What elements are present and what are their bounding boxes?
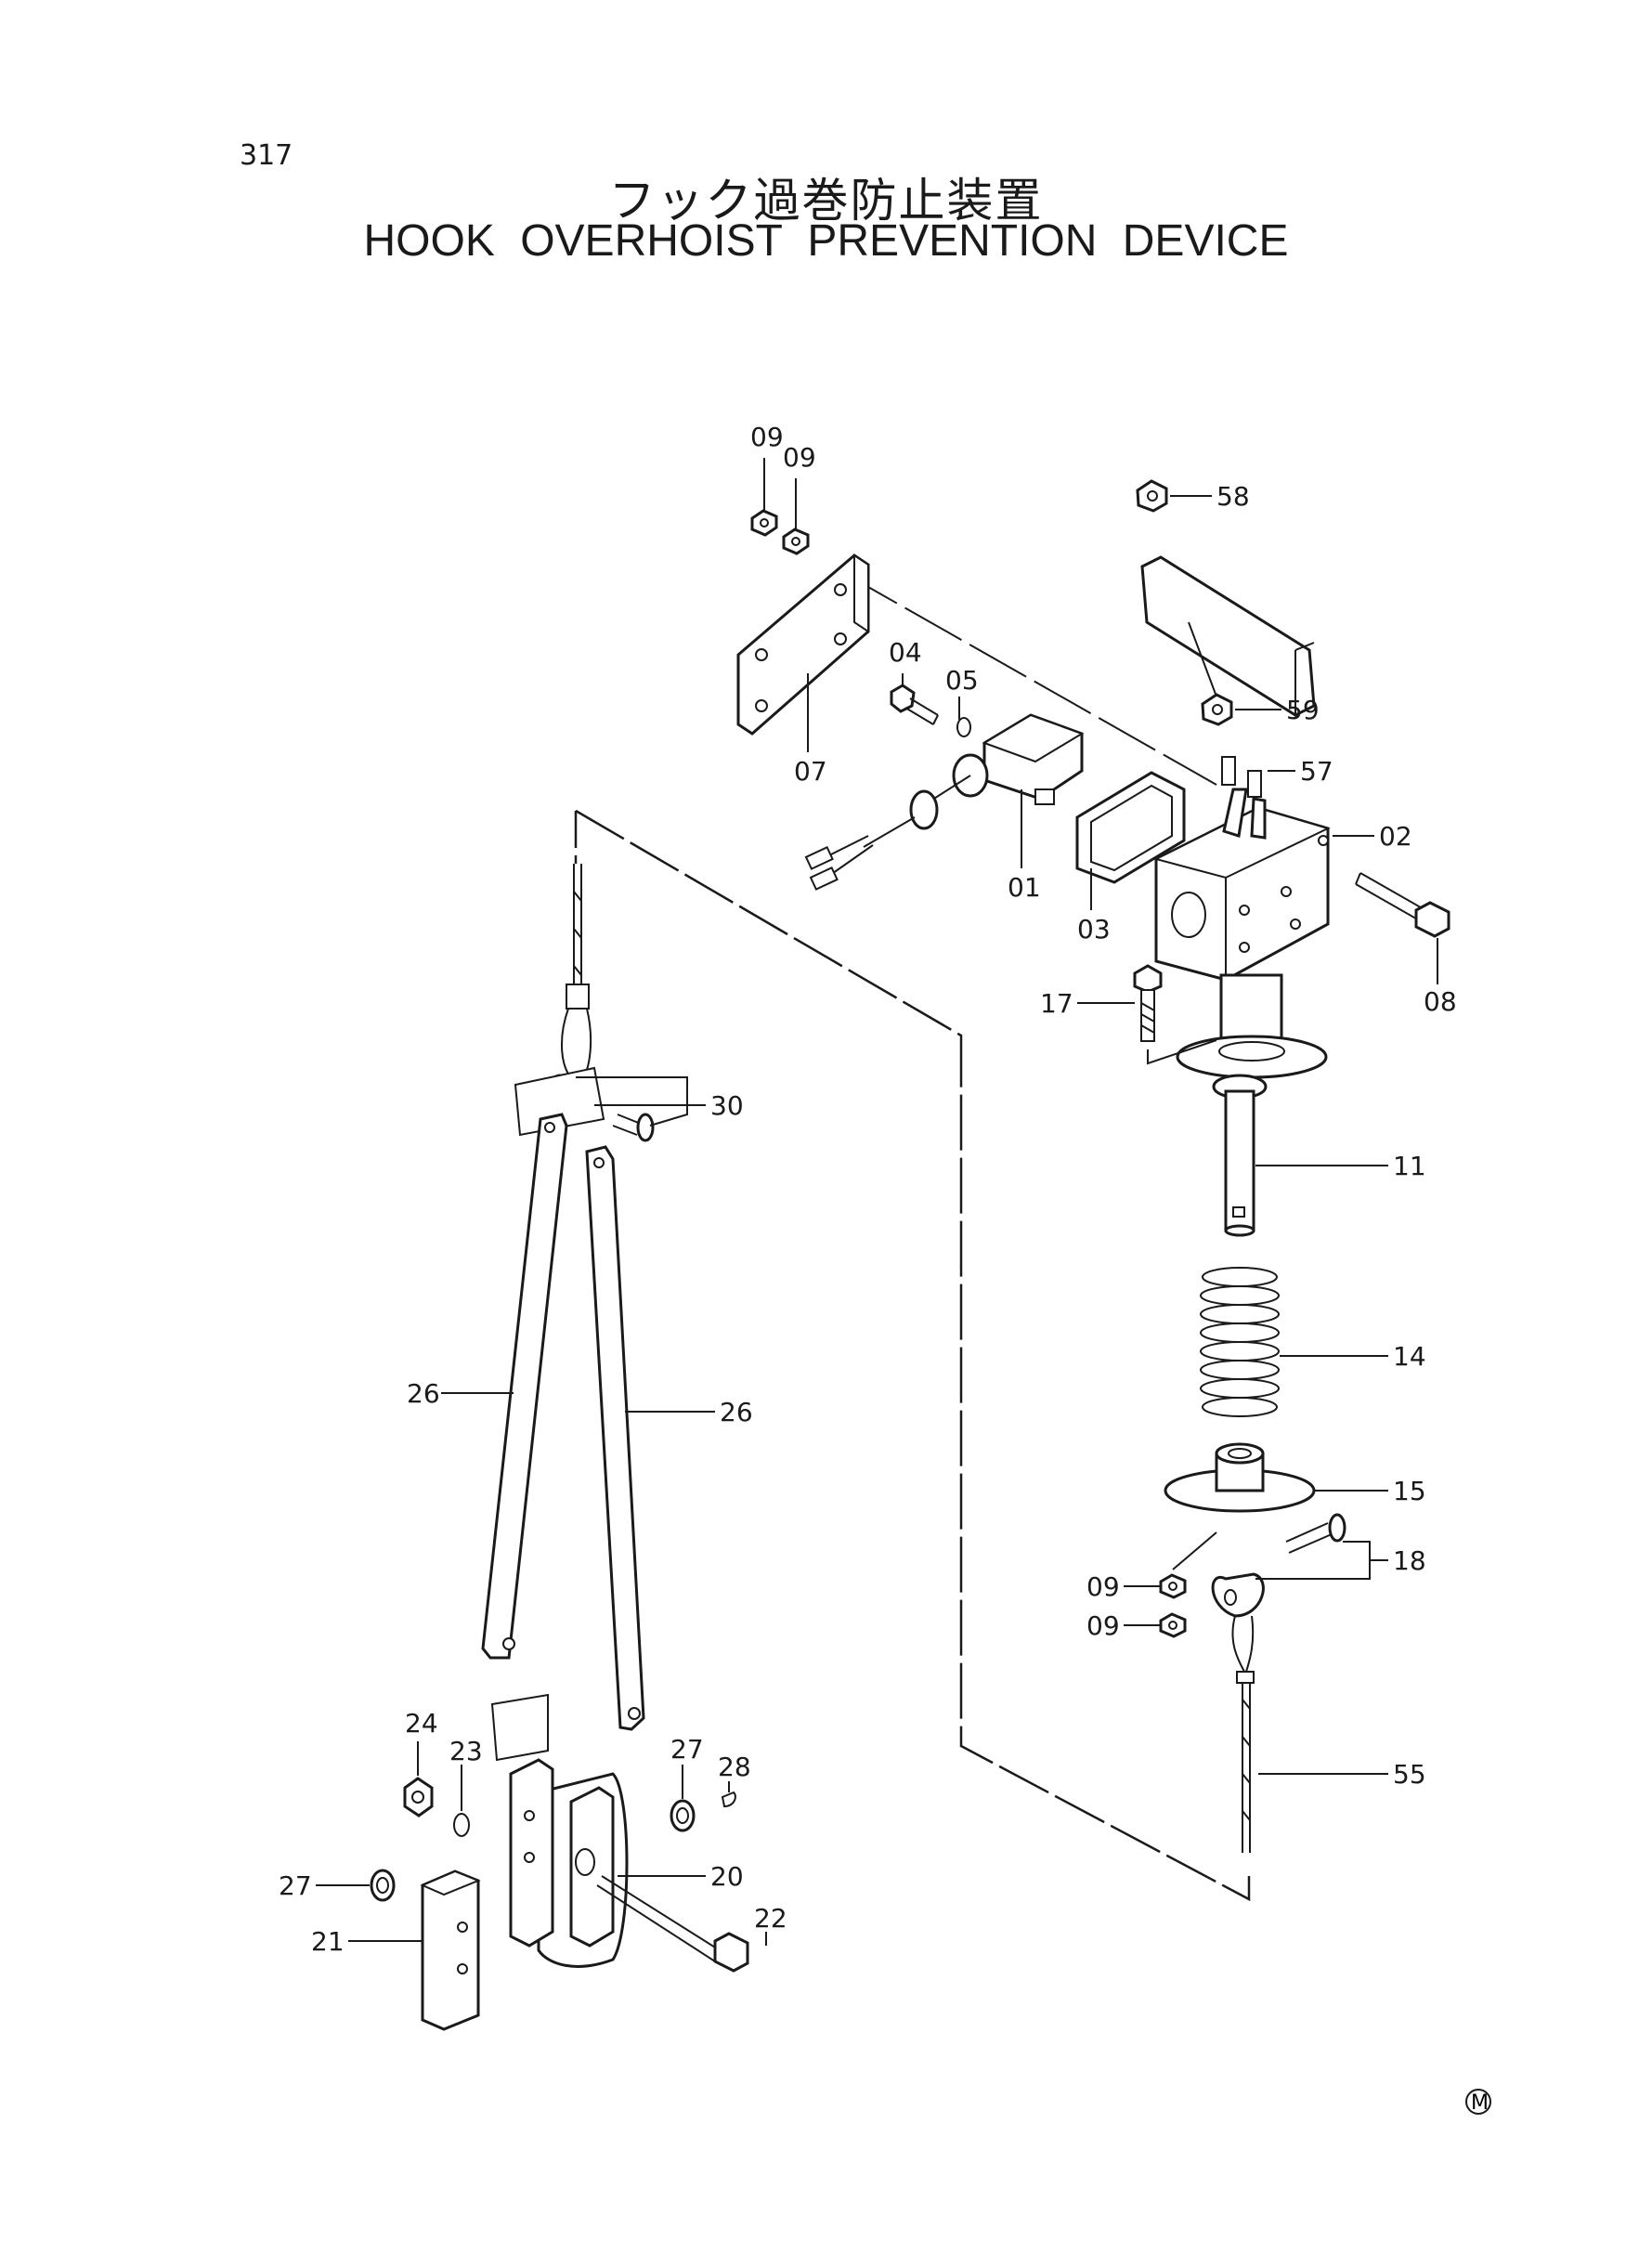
nut-09-top-left [750,509,778,537]
callout-57: 57 [1300,756,1333,787]
nut-24 [403,1777,434,1818]
plate-07 [736,554,870,736]
limit-switch-01 [804,713,1085,891]
left-wire-rope [561,864,592,1078]
callout-26: 26 [720,1397,753,1427]
callout-02: 02 [1379,821,1412,852]
callout-14: 14 [1393,1341,1426,1372]
nut-09-lower-bottom [1159,1612,1187,1638]
wire-rope-55 [1231,1615,1255,1853]
washer-27-upper [670,1799,696,1832]
callout-11: 11 [1393,1151,1426,1181]
callout-58: 58 [1216,481,1250,512]
callout-01: 01 [1008,872,1041,903]
callout-05: 05 [945,665,979,696]
callout-20: 20 [710,1861,744,1892]
bolt-04 [890,684,939,725]
callout-03: 03 [1077,914,1111,945]
callout-09: 09 [750,422,784,452]
callout-09: 09 [1086,1571,1120,1602]
page-title-japanese: フック過巻防止装置 [608,174,1044,228]
callout-21: 21 [311,1926,345,1957]
callout-04: 04 [889,637,922,668]
nut-09-lower-upper [1159,1573,1187,1599]
bracket-02 [1153,806,1331,1079]
callout-27: 27 [670,1734,704,1765]
bolt-08 [1355,872,1450,938]
washer-27-lower [370,1869,396,1902]
link-bar-26-left [481,1113,568,1660]
page-number: 317 [240,139,293,172]
callout-labels: 09 09 58 04 05 59 07 57 02 01 03 17 08 3… [279,422,1457,1957]
shackle-18 [1211,1513,1346,1618]
callout-18: 18 [1393,1545,1426,1576]
page-title: HOOK OVERHOIST PREVENTION DEVICE [363,216,1289,266]
manufacturer-mark: M [1465,2089,1491,2115]
callout-30: 30 [710,1090,744,1121]
plate-block-21 [420,1870,481,2031]
callout-28: 28 [718,1752,751,1782]
clevis-block-20 [490,1693,629,1968]
callout-07: 07 [794,756,827,787]
bolt-17 [1133,964,1163,1042]
washer-23 [453,1813,470,1837]
grease-fitting-57 [1221,756,1267,840]
reference-lines [574,570,1251,1902]
leader-lines [316,458,1438,1946]
shackle-30 [514,1066,655,1142]
callout-09: 09 [1086,1610,1120,1641]
split-pin-28 [721,1791,736,1808]
callout-26: 26 [407,1378,440,1409]
callout-24: 24 [405,1708,438,1739]
washer-05 [956,717,971,737]
callout-22: 22 [754,1903,787,1934]
callout-55: 55 [1393,1759,1426,1790]
callout-59: 59 [1286,695,1320,725]
nut-59 [1201,693,1233,726]
manufacturer-mark-letter: M [1471,2091,1489,2115]
callout-08: 08 [1424,986,1457,1017]
spring-seat-15 [1164,1442,1316,1513]
callout-09: 09 [783,442,816,473]
plunger-11 [1212,1074,1268,1237]
callout-23: 23 [449,1736,483,1766]
callout-27: 27 [279,1870,312,1901]
spring-14 [1200,1267,1280,1417]
gasket-03 [1075,771,1186,884]
callout-17: 17 [1040,988,1073,1019]
nut-09-top-right [782,528,810,555]
callout-15: 15 [1393,1476,1426,1506]
bolt-22 [596,1875,749,1973]
cover-plate [1140,555,1316,717]
nut-58 [1136,479,1168,513]
link-bar-26-right [585,1145,645,1731]
